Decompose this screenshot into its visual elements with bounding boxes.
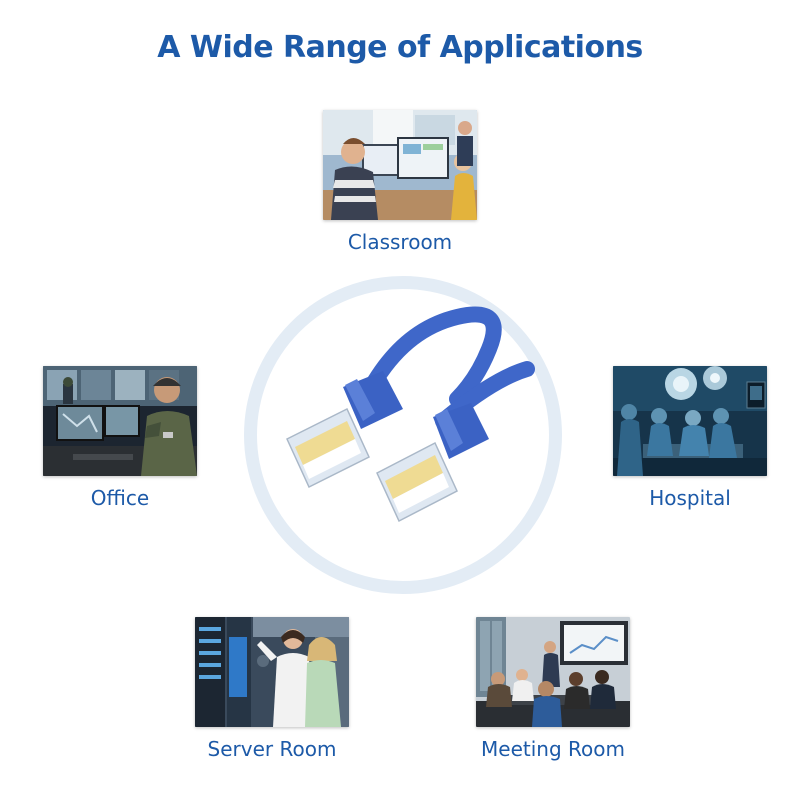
meeting-room-label: Meeting Room bbox=[481, 737, 625, 761]
meeting-room-photo bbox=[476, 617, 630, 727]
hospital-photo bbox=[613, 366, 767, 476]
center-cable-image bbox=[244, 276, 562, 594]
office-photo bbox=[43, 366, 197, 476]
server-room-photo bbox=[195, 617, 349, 727]
page-title: A Wide Range of Applications bbox=[157, 30, 643, 65]
office-label: Office bbox=[90, 486, 150, 510]
classroom-label: Classroom bbox=[347, 230, 453, 254]
classroom-photo bbox=[323, 110, 477, 220]
server-room-label: Server Room bbox=[207, 737, 337, 761]
application-hospital: Hospital bbox=[590, 366, 790, 510]
application-server-room: Server Room bbox=[172, 617, 372, 761]
application-classroom: Classroom bbox=[300, 110, 500, 254]
hospital-label: Hospital bbox=[649, 486, 731, 510]
ethernet-cable-connectors bbox=[286, 306, 535, 523]
application-meeting-room: Meeting Room bbox=[453, 617, 653, 761]
application-office: Office bbox=[20, 366, 220, 510]
